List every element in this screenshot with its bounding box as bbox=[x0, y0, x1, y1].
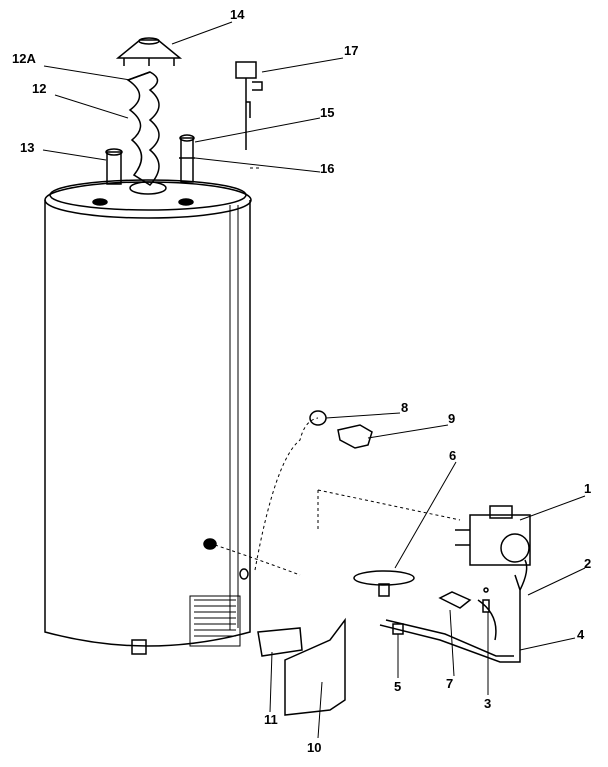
flue-baffle bbox=[126, 71, 167, 195]
callout-10: 10 bbox=[307, 740, 322, 755]
callout-12: 12 bbox=[32, 81, 47, 96]
callout-4: 4 bbox=[577, 627, 585, 642]
callout-2: 2 bbox=[584, 556, 592, 571]
gas-control-valve bbox=[455, 505, 531, 566]
heat-trap-nipples bbox=[105, 134, 195, 185]
access-doors bbox=[257, 617, 346, 716]
callout-9: 9 bbox=[448, 411, 456, 426]
water-heater-tank bbox=[44, 179, 252, 655]
flue-hood bbox=[115, 37, 183, 66]
callout-17: 17 bbox=[344, 43, 359, 58]
callout-14: 14 bbox=[230, 7, 245, 22]
burner bbox=[353, 570, 415, 597]
callout-12a: 12A bbox=[12, 51, 36, 66]
manifold-assembly bbox=[379, 559, 528, 663]
callout-3: 3 bbox=[484, 696, 492, 711]
callout-5: 5 bbox=[394, 679, 402, 694]
callout-6: 6 bbox=[449, 448, 457, 463]
callout-13: 13 bbox=[20, 140, 35, 155]
callout-8: 8 bbox=[401, 400, 409, 415]
callout-7: 7 bbox=[446, 676, 454, 691]
callout-16: 16 bbox=[320, 161, 335, 176]
callout-1: 1 bbox=[584, 481, 592, 496]
callout-15: 15 bbox=[320, 105, 335, 120]
relief-valve bbox=[235, 61, 263, 150]
callout-11: 11 bbox=[264, 712, 278, 727]
drain-valve bbox=[337, 424, 373, 449]
leader-lines bbox=[42, 21, 586, 739]
